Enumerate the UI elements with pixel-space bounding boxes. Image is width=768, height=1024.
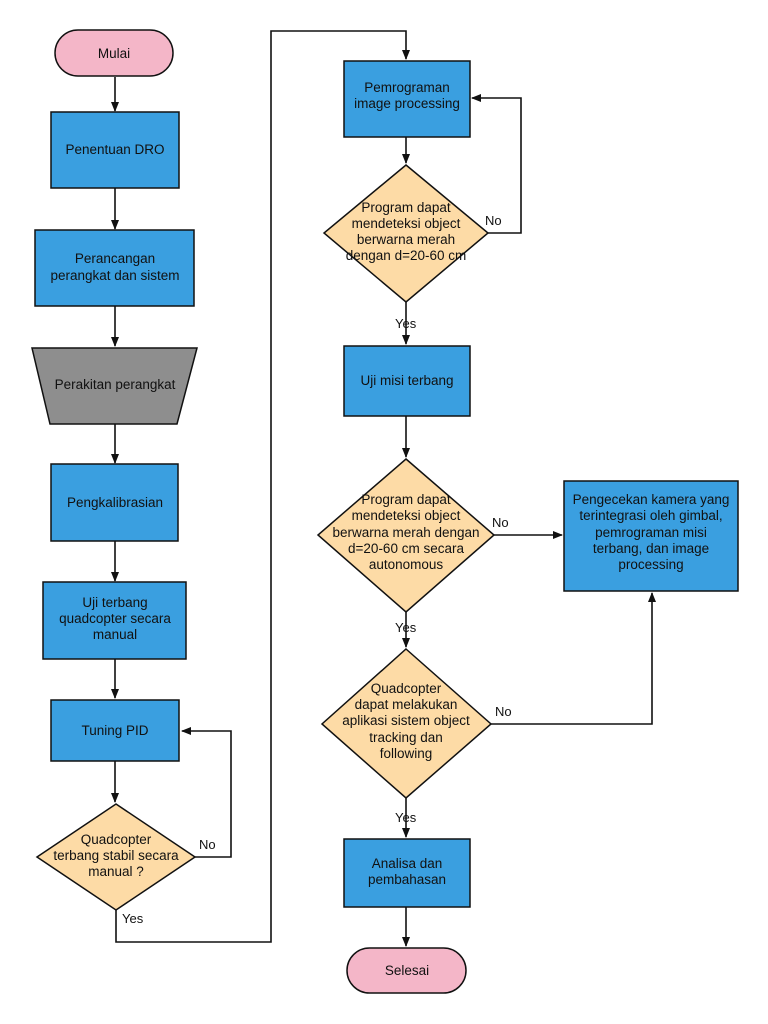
process-shape [343,345,471,417]
label-cek-deteksi-line-4: dengan d=20-60 cm [346,248,466,263]
label-cek-tracking-line-2: dapat melakukan [355,697,458,712]
label-pengecekan-line-3: pemrograman misi [595,525,707,540]
decision-shape [320,647,493,799]
label-perancangan-line-2: perangkat dan sistem [50,268,179,283]
node-pemrograman-ip: Pemrograman image processing [343,60,471,138]
label-cek-stabil-line-1: Quadcopter [81,832,152,847]
label-cek-deteksi-line-2: mendeteksi object [352,216,461,231]
label-pengecekan-line-1: Pengecekan kamera yang [573,492,730,507]
node-uji-terbang-manual: Uji terbang quadcopter secara manual [42,581,187,660]
terminal-shape [346,947,467,994]
label-ip-line-1: Pemrograman [364,80,450,95]
label-cek-tracking-line-4: tracking dan [369,730,443,745]
label-uji-manual-line-3: manual [93,627,137,642]
process-shape [34,229,195,307]
label-selesai: Selesai [385,963,429,978]
label-cek-stabil-line-2: terbang stabil secara [53,848,179,863]
node-mulai: Mulai [54,29,174,77]
node-perancangan: Perancangan perangkat dan sistem [34,229,195,307]
node-analisa: Analisa dan pembahasan [343,838,471,908]
label-deteksi-no: No [485,213,502,228]
label-tracking-no: No [495,704,512,719]
edge-deteksi-no-loop [471,94,522,234]
node-uji-misi: Uji misi terbang [343,345,471,417]
label-cek-deteksi-line-1: Program dapat [361,200,451,215]
node-pengkalibrasian: Pengkalibrasian [50,463,179,542]
process-shape [50,111,180,189]
label-penentuan-dro: Penentuan DRO [65,142,164,157]
node-selesai: Selesai [346,947,467,994]
edge-tracking-no [491,592,656,725]
label-ip-line-2: image processing [354,96,460,111]
label-auto-no: No [492,515,509,530]
label-stabil-yes: Yes [122,911,144,926]
label-tracking-yes: Yes [395,810,417,825]
node-cek-deteksi: Program dapat mendeteksi object berwarna… [322,164,490,303]
edges [111,30,656,947]
label-uji-manual-line-2: quadcopter secara [59,611,171,626]
process-shape [42,581,187,660]
edge-labels: No Yes No Yes No Yes No Yes [122,213,512,926]
label-cek-stabil-line-3: manual ? [88,864,144,879]
process-shape [50,699,180,762]
label-cek-auto-line-5: autonomous [369,557,444,572]
node-cek-tracking: Quadcopter dapat melakukan aplikasi sist… [320,647,493,799]
label-pengecekan-line-4: terbang, dan image [593,541,709,556]
label-analisa-line-1: Analisa dan [372,856,443,871]
label-cek-auto-line-2: mendeteksi object [352,508,461,523]
label-uji-manual-line-1: Uji terbang [82,595,147,610]
node-cek-deteksi-auto: Program dapat mendeteksi object berwarna… [316,458,496,613]
label-pengkalibrasian: Pengkalibrasian [67,495,163,510]
node-tuning-pid: Tuning PID [50,699,180,762]
label-perakitan: Perakitan perangkat [55,377,176,392]
decision-shape [322,164,490,303]
label-auto-yes: Yes [395,620,417,635]
node-perakitan: Perakitan perangkat [31,347,198,425]
label-cek-tracking-line-3: aplikasi sistem object [342,713,470,728]
node-cek-stabil: Quadcopter terbang stabil secara manual … [35,803,197,911]
edge-stabil-no-loop [181,727,232,858]
label-cek-auto-line-3: berwarna merah dengan [332,525,479,540]
terminal-shape [54,29,174,77]
label-uji-misi: Uji misi terbang [360,373,453,388]
process-shape [343,838,471,908]
process-shape [343,60,471,138]
decision-shape [316,458,496,613]
label-cek-auto-line-4: d=20-60 cm secara [348,541,464,556]
label-mulai: Mulai [98,46,130,61]
label-tuning-pid: Tuning PID [81,723,148,738]
label-analisa-line-2: pembahasan [368,872,446,887]
process-shape [50,463,179,542]
label-deteksi-yes: Yes [395,316,417,331]
process-shape [563,480,739,592]
label-perancangan-line-1: Perancangan [75,251,155,266]
label-cek-tracking-line-1: Quadcopter [371,681,442,696]
label-cek-tracking-line-5: following [380,746,433,761]
label-cek-auto-line-1: Program dapat [361,492,451,507]
label-cek-deteksi-line-3: berwarna merah [357,232,455,247]
manual-operation-shape [31,347,198,425]
label-stabil-no: No [199,837,216,852]
edge-stabil-yes [115,30,410,943]
label-pengecekan-line-2: terintegrasi oleh gimbal, [579,508,722,523]
node-pengecekan: Pengecekan kamera yang terintegrasi oleh… [563,480,739,592]
node-penentuan-dro: Penentuan DRO [50,111,180,189]
label-pengecekan-line-5: processing [618,557,683,572]
decision-shape [35,803,197,911]
